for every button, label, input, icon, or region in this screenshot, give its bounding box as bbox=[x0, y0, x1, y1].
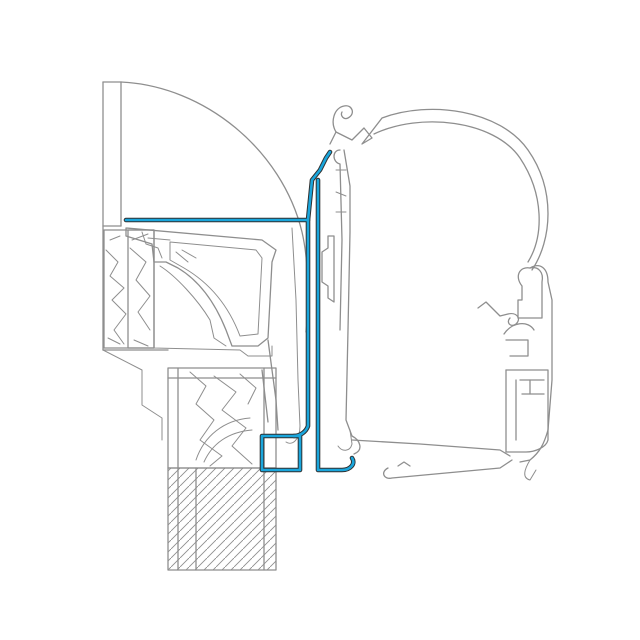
insulation-block bbox=[103, 229, 155, 349]
adapter-rail-highlight bbox=[124, 150, 355, 472]
wall-wood-block bbox=[167, 367, 277, 469]
awning-case-profile bbox=[321, 105, 553, 481]
roof-rail-profile bbox=[125, 227, 277, 357]
wall-hatched-section bbox=[167, 467, 277, 571]
